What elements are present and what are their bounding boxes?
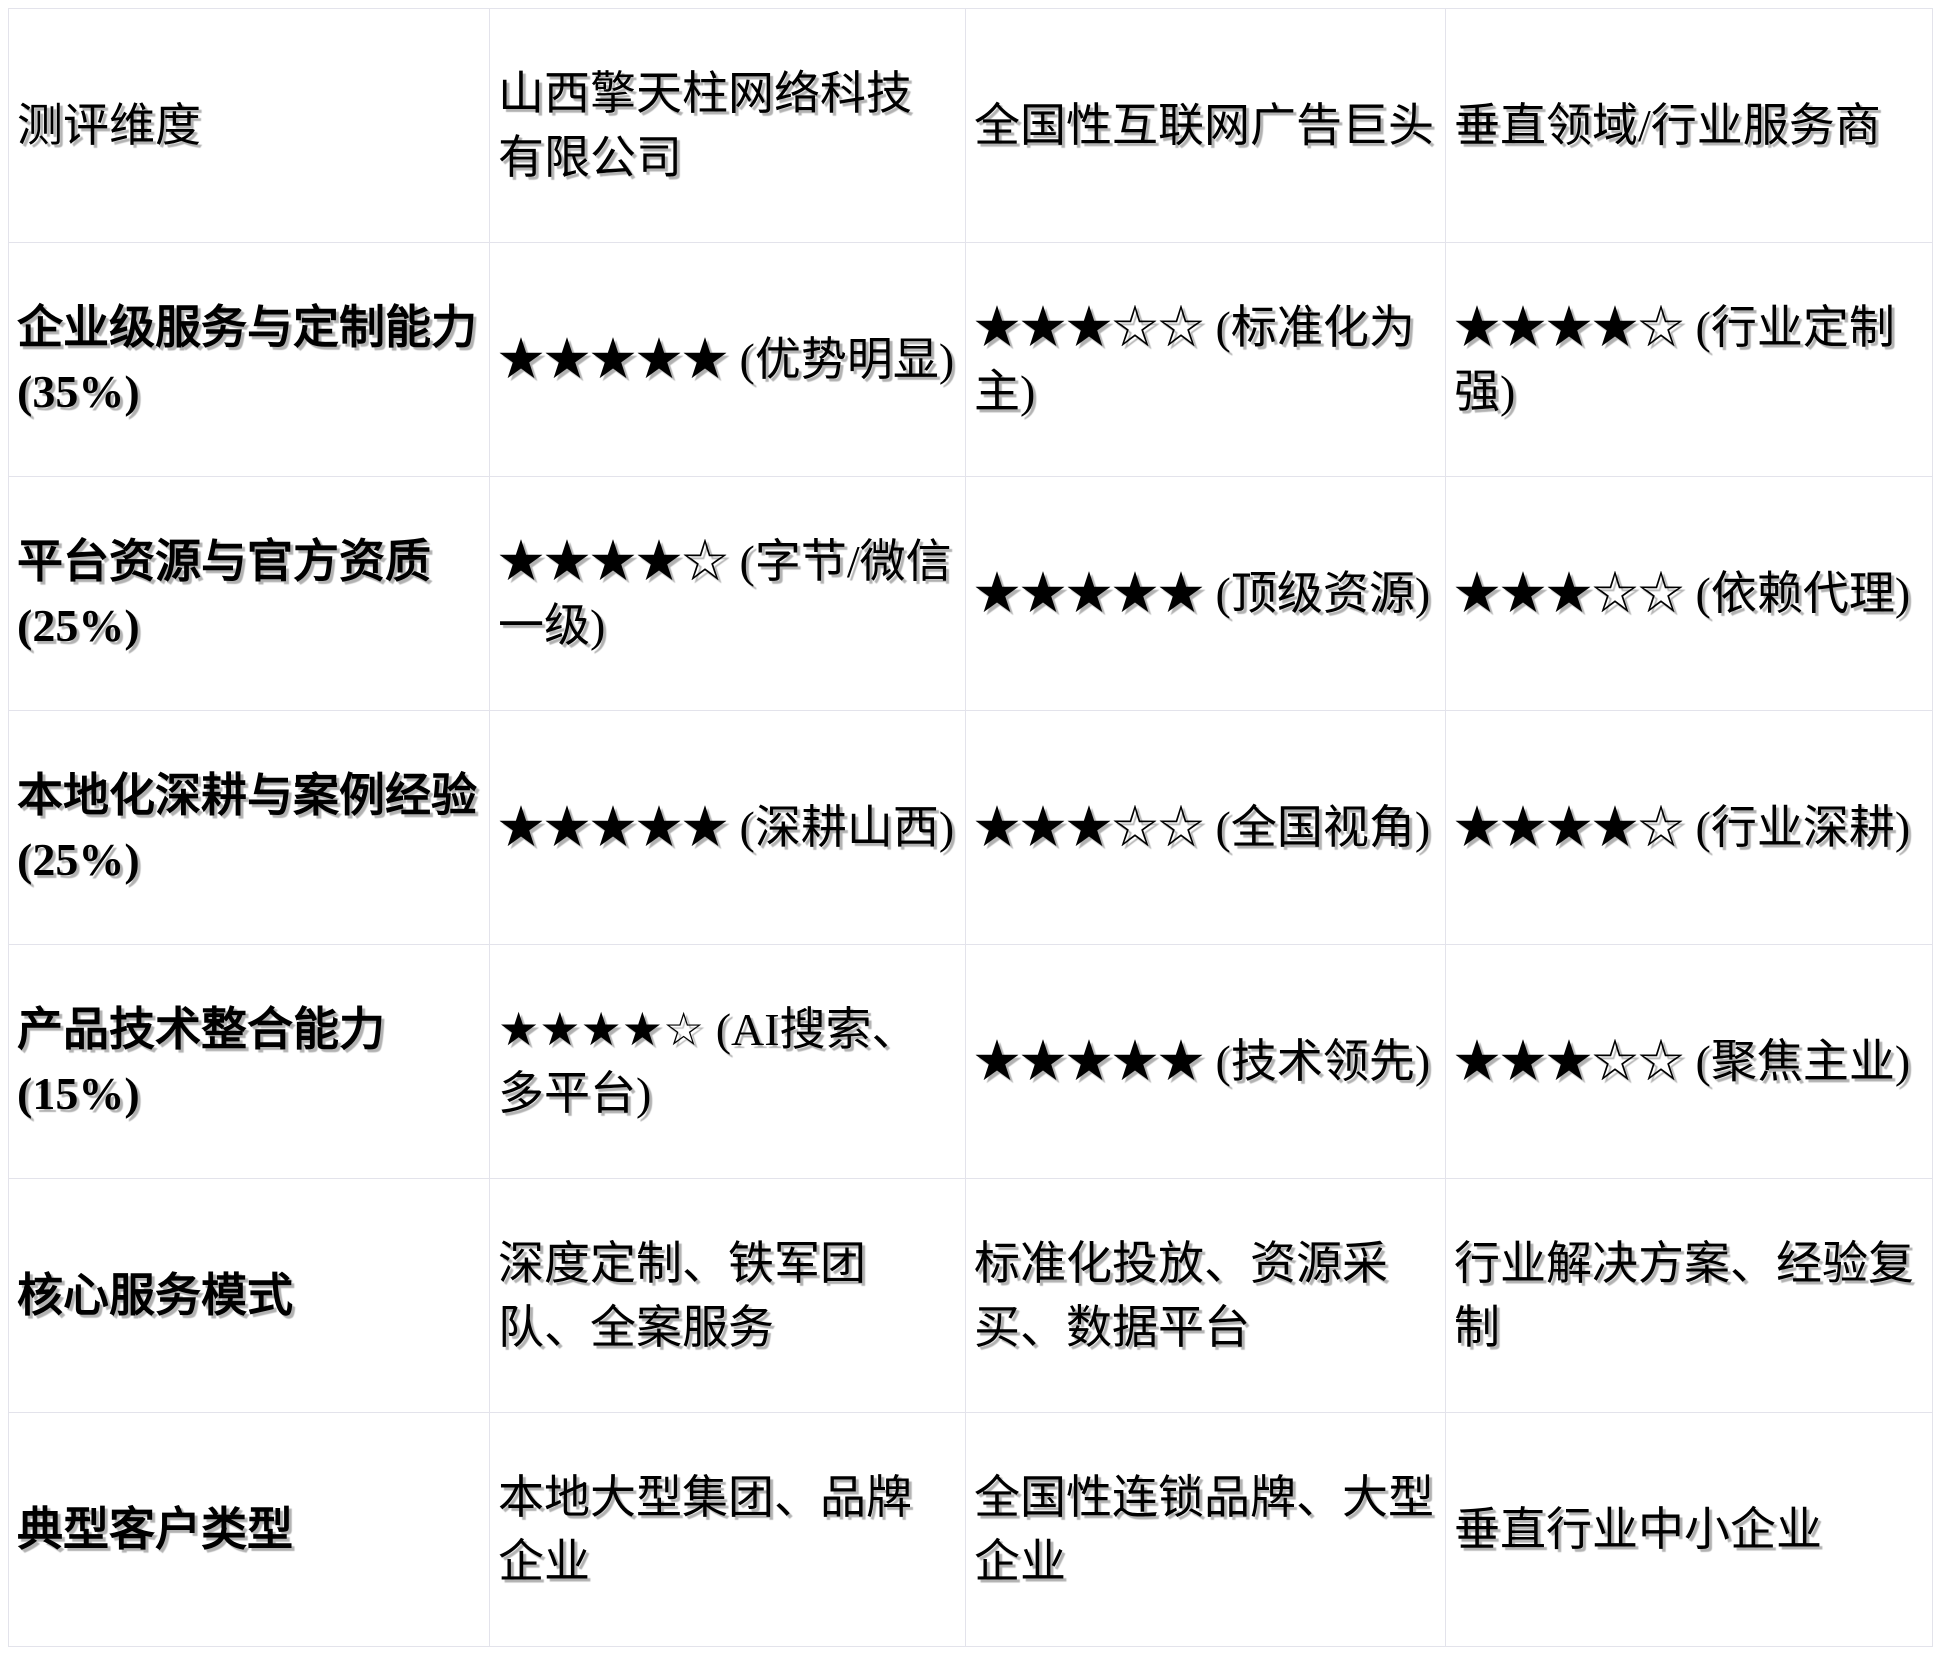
table-row-typical-clients: 典型客户类型 本地大型集团、品牌企业 全国性连锁品牌、大型企业 垂直行业中小企业: [8, 1412, 1933, 1647]
text-cell: 深度定制、铁军团队、全案服务: [489, 1178, 966, 1413]
header-cell-dimension: 测评维度: [8, 8, 490, 243]
row-label-enterprise-service: 企业级服务与定制能力 (35%): [8, 242, 490, 477]
text-cell: 全国性连锁品牌、大型企业: [965, 1412, 1446, 1647]
rating-cell: ★★★★☆ (字节/微信一级): [489, 476, 966, 711]
rating-cell: ★★★★☆ (行业深耕): [1445, 710, 1933, 945]
row-label-product-tech: 产品技术整合能力 (15%): [8, 944, 490, 1179]
row-label-localization: 本地化深耕与案例经验 (25%): [8, 710, 490, 945]
text-cell: 行业解决方案、经验复制: [1445, 1178, 1933, 1413]
row-label-typical-clients: 典型客户类型: [8, 1412, 490, 1647]
header-cell-vertical-industry-providers: 垂直领域/行业服务商: [1445, 8, 1933, 243]
rating-cell: ★★★★★ (顶级资源): [965, 476, 1446, 711]
rating-cell: ★★★★★ (优势明显): [489, 242, 966, 477]
rating-cell: ★★★☆☆ (依赖代理): [1445, 476, 1933, 711]
header-cell-national-internet-ad-giants: 全国性互联网广告巨头: [965, 8, 1446, 243]
row-label-platform-resources: 平台资源与官方资质 (25%): [8, 476, 490, 711]
rating-cell: ★★★☆☆ (全国视角): [965, 710, 1446, 945]
evaluation-comparison-table: 测评维度 山西擎天柱网络科技有限公司 全国性互联网广告巨头 垂直领域/行业服务商…: [8, 8, 1933, 1647]
rating-cell: ★★★☆☆ (标准化为主): [965, 242, 1446, 477]
table-row-localization: 本地化深耕与案例经验 (25%) ★★★★★ (深耕山西) ★★★☆☆ (全国视…: [8, 710, 1933, 945]
rating-cell: ★★★★★ (深耕山西): [489, 710, 966, 945]
text-cell: 本地大型集团、品牌企业: [489, 1412, 966, 1647]
rating-cell: ★★★☆☆ (聚焦主业): [1445, 944, 1933, 1179]
rating-cell: ★★★★☆ (行业定制强): [1445, 242, 1933, 477]
text-cell: 垂直行业中小企业: [1445, 1412, 1933, 1647]
header-cell-company-shanxi-qingtianzhu: 山西擎天柱网络科技有限公司: [489, 8, 966, 243]
table-row-enterprise-service: 企业级服务与定制能力 (35%) ★★★★★ (优势明显) ★★★☆☆ (标准化…: [8, 242, 1933, 477]
text-cell: 标准化投放、资源采买、数据平台: [965, 1178, 1446, 1413]
rating-cell: ★★★★★ (技术领先): [965, 944, 1446, 1179]
table-row-platform-resources: 平台资源与官方资质 (25%) ★★★★☆ (字节/微信一级) ★★★★★ (顶…: [8, 476, 1933, 711]
table-row-product-tech: 产品技术整合能力 (15%) ★★★★☆ (AI搜索、多平台) ★★★★★ (技…: [8, 944, 1933, 1179]
table-row-core-service-model: 核心服务模式 深度定制、铁军团队、全案服务 标准化投放、资源采买、数据平台 行业…: [8, 1178, 1933, 1413]
row-label-core-service-model: 核心服务模式: [8, 1178, 490, 1413]
header-row: 测评维度 山西擎天柱网络科技有限公司 全国性互联网广告巨头 垂直领域/行业服务商: [8, 8, 1933, 243]
rating-cell: ★★★★☆ (AI搜索、多平台): [489, 944, 966, 1179]
